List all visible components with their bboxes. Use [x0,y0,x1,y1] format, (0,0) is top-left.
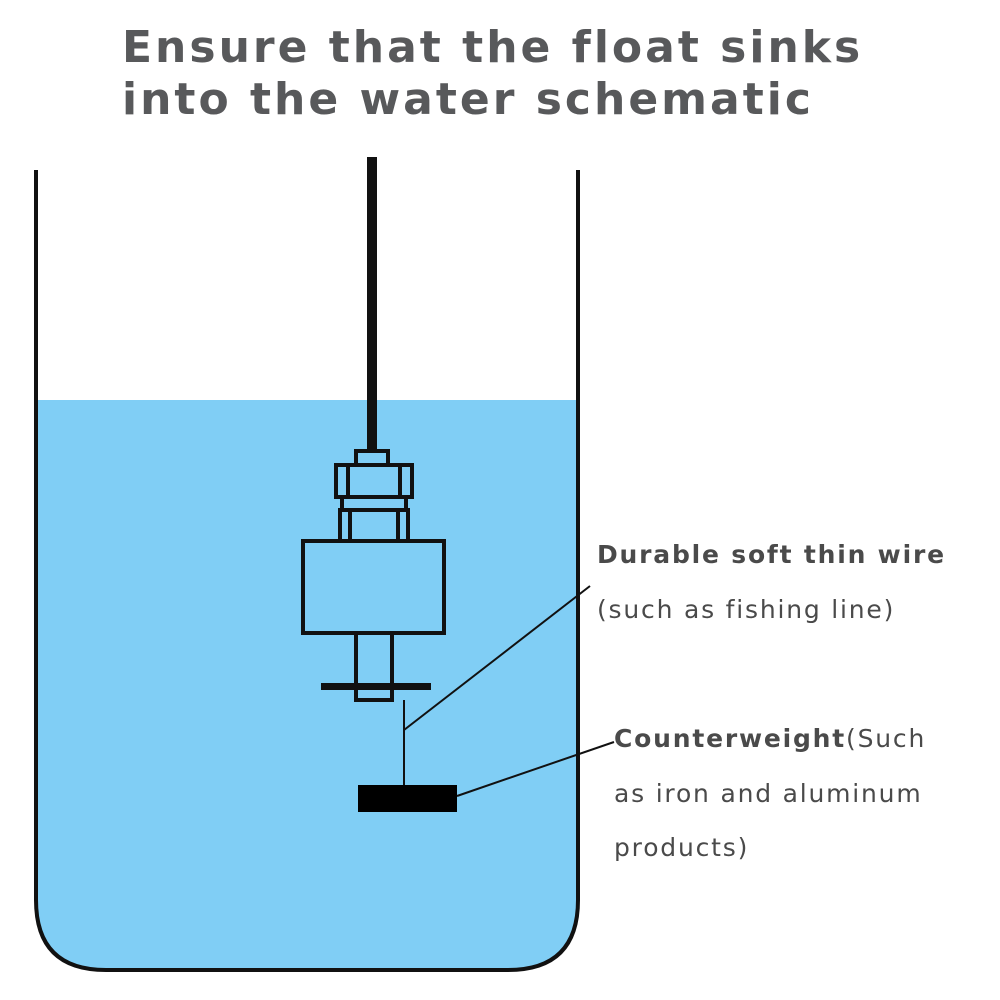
wire-leader-line [403,585,591,731]
wire-label-subtitle: (such as fishing line) [597,595,896,624]
top-cap [354,449,390,467]
counterweight-label-line-3: products) [614,833,750,862]
diagram-title-line-2: into the water schematic [122,74,814,125]
counterweight-label-line-2: as iron and aluminum [614,779,923,808]
counterweight-label-line-1: Counterweight(Such [614,724,926,753]
stop-plate [321,683,431,690]
counterweight-label-title: Counterweight [614,724,847,753]
float-switch [301,449,446,702]
diagram-title: Ensure that the float sinks into the wat… [122,22,982,126]
counterweight [358,785,457,812]
float-body [301,539,446,635]
counterweight-leader-line [456,741,615,797]
container [34,170,580,972]
water [36,400,578,970]
counterweight-label-line-1-rest: (Such [846,724,927,753]
wire-label-title: Durable soft thin wire [597,540,946,569]
cable [367,157,377,453]
diagram-title-line-1: Ensure that the float sinks [122,22,864,73]
